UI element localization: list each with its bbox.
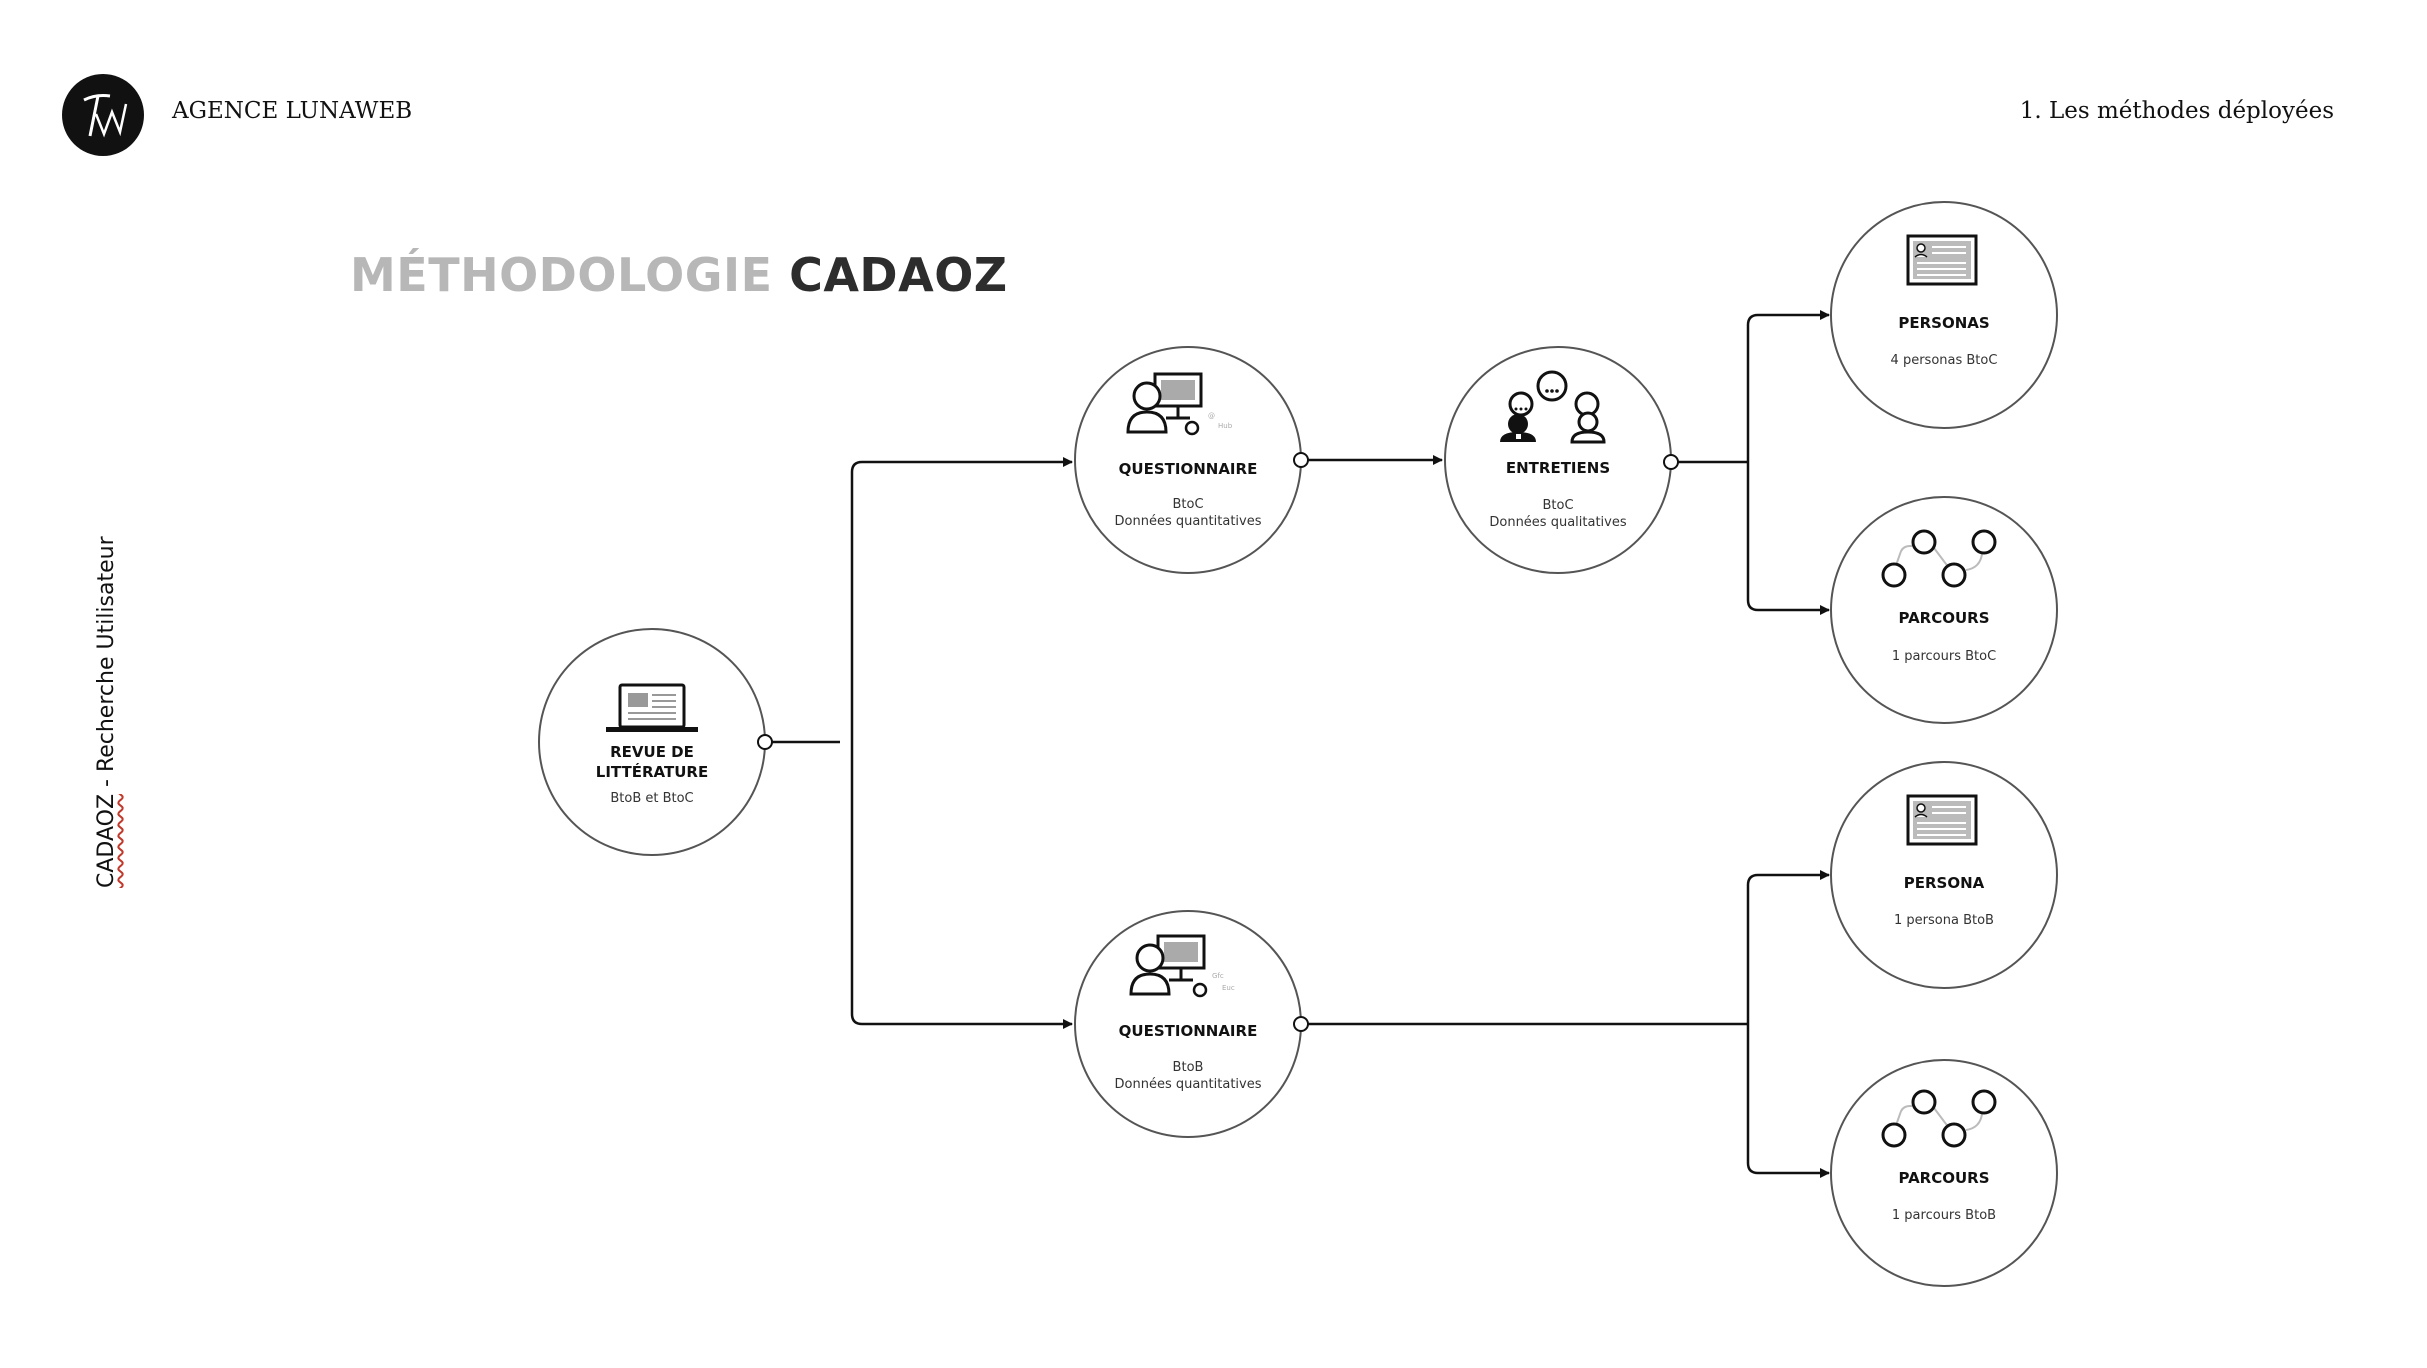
node-persona-btob: PERSONA 1 persona BtoB (1894, 794, 1994, 928)
logo-monogram-icon (83, 94, 128, 138)
port-questionnaire-btob (1293, 1016, 1309, 1032)
questionnaire-btob-icon-mini2: Euc (1222, 984, 1235, 992)
node-questionnaire-btoc: @ Hub QUESTIONNAIRE BtoC Données quantit… (1115, 372, 1262, 529)
questionnaire-btob-icon-mini1: Gfc (1212, 972, 1224, 980)
node-entretiens: ENTRETIENS BtoC Données qualitatives (1489, 370, 1627, 530)
persona-btob-title: PERSONA (1904, 874, 1985, 892)
node-persona-btob-circle (1830, 761, 2058, 989)
agency-logo (62, 74, 144, 156)
node-parcours-btoc: PARCOURS 1 parcours BtoC (1881, 529, 1997, 664)
entretiens-sub1: BtoC (1542, 498, 1573, 513)
section-title: 1. Les méthodes déployées (2019, 98, 2334, 124)
node-parcours-btob-circle (1830, 1059, 2058, 1287)
questionnaire-btoc-icon-mini2: Hub (1218, 422, 1233, 430)
questionnaire-btoc-title: QUESTIONNAIRE (1119, 460, 1258, 478)
node-revue-circle (538, 628, 766, 856)
connector-to-questionnaire-btob (850, 742, 1073, 1029)
connector-to-parcours-btob (1746, 1024, 1830, 1178)
port-entretiens (1663, 454, 1679, 470)
revue-title-line2: LITTÉRATURE (596, 762, 708, 781)
node-personas: PERSONAS 4 personas BtoC (1891, 234, 1998, 368)
personas-title: PERSONAS (1898, 314, 1989, 332)
interview-group-icon (1500, 370, 1606, 444)
parcours-btob-sub: 1 parcours BtoB (1892, 1208, 1996, 1223)
questionnaire-btob-sub1: BtoB (1173, 1060, 1204, 1075)
entretiens-sub2: Données qualitatives (1489, 515, 1626, 530)
connectors (768, 310, 1830, 1178)
port-questionnaire-btoc (1293, 452, 1309, 468)
node-revue: REVUE DE LITTÉRATURE BtoB et BtoC (596, 683, 708, 806)
laptop-icon (606, 683, 698, 732)
node-parcours-btob: PARCOURS 1 parcours BtoB (1881, 1089, 1997, 1223)
agency-name: AGENCE LUNAWEB (172, 98, 413, 124)
journey-path-icon (1881, 529, 1997, 588)
title-dark: CADAOZ (789, 248, 1008, 302)
port-revue (757, 734, 773, 750)
node-questionnaire-btob: Gfc Euc QUESTIONNAIRE BtoB Données quant… (1115, 934, 1262, 1092)
questionnaire-btoc-icon-mini1: @ (1208, 412, 1215, 420)
node-personas-circle (1830, 201, 2058, 429)
questionnaire-btoc-sub2: Données quantitatives (1115, 514, 1262, 529)
title-light: MÉTHODOLOGIE (350, 248, 773, 302)
connector-to-personas (1746, 310, 1830, 462)
questionnaire-btob-title: QUESTIONNAIRE (1119, 1022, 1258, 1040)
parcours-btob-title: PARCOURS (1898, 1169, 1989, 1187)
node-parcours-btoc-circle (1830, 496, 2058, 724)
revue-sub: BtoB et BtoC (610, 791, 693, 806)
parcours-btoc-sub: 1 parcours BtoC (1892, 649, 1996, 664)
connector-to-persona-btob (1746, 870, 1830, 1024)
profile-card-icon (1906, 794, 1978, 846)
connector-to-questionnaire-btoc (850, 457, 1073, 742)
parcours-btoc-title: PARCOURS (1898, 609, 1989, 627)
questionnaire-btob-sub2: Données quantitatives (1115, 1077, 1262, 1092)
persona-btob-sub: 1 persona BtoB (1894, 913, 1994, 928)
profile-card-icon (1906, 234, 1978, 286)
survey-person-icon: Gfc Euc (1129, 934, 1235, 998)
revue-title-line1: REVUE DE (610, 743, 694, 761)
survey-person-icon: @ Hub (1126, 372, 1233, 436)
entretiens-title: ENTRETIENS (1506, 459, 1610, 477)
questionnaire-btoc-sub1: BtoC (1172, 497, 1203, 512)
connector-to-parcours-btoc (1746, 462, 1830, 615)
page-title: MÉTHODOLOGIE CADAOZ (350, 248, 1008, 302)
journey-path-icon (1881, 1089, 1997, 1148)
personas-sub: 4 personas BtoC (1891, 353, 1998, 368)
